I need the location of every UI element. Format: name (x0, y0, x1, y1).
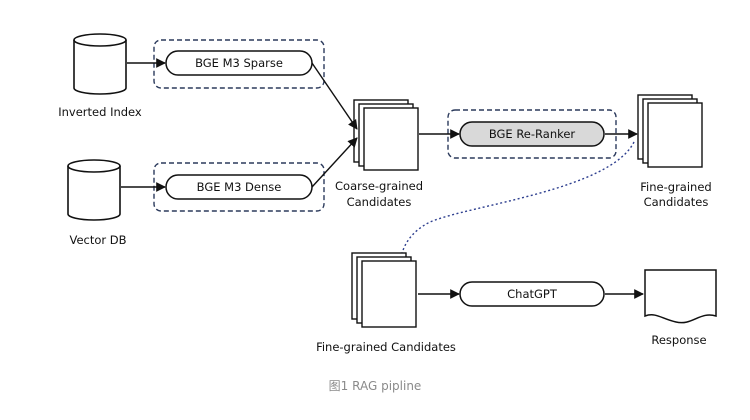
dotted-arrow-fine-to-bottom (400, 141, 635, 268)
response-document-icon (644, 269, 717, 324)
fine-candidates-label-line1: Fine-grained (640, 180, 711, 194)
reranker-dashed-frame (447, 109, 617, 159)
figure-caption: 图1 RAG pipline (328, 379, 422, 393)
response-label: Response (651, 333, 706, 347)
bge-m3-dense-label: BGE M3 Dense (197, 180, 282, 194)
arrow-sparse-to-coarse (311, 62, 358, 130)
vector-db-database-icon (67, 159, 121, 221)
chatgpt-box (459, 281, 605, 307)
coarse-candidates-label-line2: Candidates (347, 195, 412, 209)
fine-candidates-document-stack-icon (637, 94, 703, 168)
bge-m3-sparse-label: BGE M3 Sparse (195, 56, 283, 70)
inverted-index-database-icon (73, 33, 127, 95)
coarse-candidates-label-line1: Coarse-grained (335, 179, 423, 193)
chatgpt-label: ChatGPT (507, 287, 558, 301)
bge-reranker-label: BGE Re-Ranker (489, 127, 576, 141)
fine-candidates-bottom-document-stack-icon (351, 252, 417, 328)
sparse-dashed-frame (153, 39, 325, 89)
fine-candidates-bottom-label: Fine-grained Candidates (316, 340, 456, 354)
inverted-index-label: Inverted Index (58, 105, 142, 119)
bge-reranker-box (459, 121, 605, 147)
fine-candidates-label-line2: Candidates (644, 195, 709, 209)
vector-db-label: Vector DB (69, 233, 126, 247)
coarse-candidates-document-stack-icon (353, 99, 419, 171)
arrow-dense-to-coarse (311, 137, 358, 188)
